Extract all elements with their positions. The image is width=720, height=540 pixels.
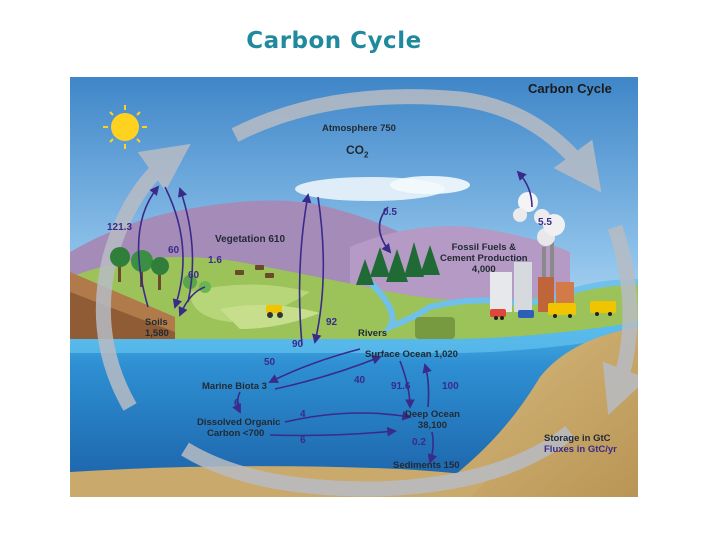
marine-biota-label: Marine Biota 3 [202, 381, 267, 392]
deep-line2: 38,100 [417, 420, 447, 431]
co2-main: CO [346, 143, 364, 157]
tree-icon [356, 242, 440, 285]
legend-storage: Storage in GtC [544, 433, 611, 444]
fossil-fuels-label: Fossil Fuels & Cement Production 4,000 [440, 242, 528, 275]
tractor-icon [266, 305, 283, 318]
flux-121-3: 121.3 [107, 222, 133, 233]
diagram-header: Carbon Cycle [528, 81, 612, 96]
atmosphere-label: Atmosphere 750 [322, 123, 396, 134]
co2-molecule: CO2 [346, 143, 369, 160]
flux-6b: 6 [300, 435, 306, 446]
soils-label: Soils 1,580 [145, 317, 169, 339]
reeds [415, 317, 455, 339]
sandy-slope [430, 327, 638, 497]
car-icon [490, 301, 616, 320]
sun-icon [103, 105, 147, 149]
dissolved-organic-label: Dissolved Organic Carbon <700 [197, 417, 280, 439]
flux-0-2: 0.2 [412, 437, 426, 448]
grassland [70, 257, 638, 342]
cow-icon [235, 265, 274, 278]
legend: Storage in GtC Fluxes in GtC/yr [544, 433, 617, 455]
tree-icon [110, 247, 211, 293]
carbon-cycle-illustration [70, 77, 638, 497]
flux-60b: 60 [188, 270, 200, 281]
fossil-line2: Cement Production [440, 253, 528, 264]
flux-92: 92 [326, 317, 338, 328]
sediments-label: Sediments 150 [393, 460, 460, 471]
factory-icon [490, 192, 574, 312]
flux-4: 4 [300, 409, 306, 420]
deep-line1: Deep Ocean [405, 409, 460, 420]
fossil-line1: Fossil Fuels & [451, 242, 517, 253]
vegetation-label: Vegetation 610 [215, 234, 286, 245]
legend-fluxes: Fluxes in GtC/yr [544, 444, 617, 455]
river [367, 279, 638, 334]
rivers-label: Rivers [358, 328, 388, 339]
flux-50: 50 [264, 357, 276, 368]
slide-title: Carbon Cycle [246, 28, 422, 54]
flux-arrows [137, 170, 533, 464]
flux-91-6: 91.6 [391, 381, 411, 392]
dissolved-line2: Carbon <700 [207, 428, 265, 439]
flux-90: 90 [292, 339, 304, 350]
carbon-cycle-diagram: Carbon Cycle Atmosphere 750 CO2 Vegetati… [70, 77, 638, 497]
flux-6a: 6 [234, 398, 240, 409]
flux-1-6: 1.6 [208, 255, 222, 266]
soils-line2: 1,580 [145, 328, 169, 339]
flux-100: 100 [442, 381, 459, 392]
co2-sub: 2 [364, 150, 369, 160]
deep-ocean-label: Deep Ocean 38,100 [405, 409, 460, 431]
flux-5-5: 5.5 [538, 217, 552, 228]
soils-line1: Soils [145, 317, 168, 328]
field [190, 284, 310, 322]
fossil-line3: 4,000 [471, 264, 496, 275]
cloud [390, 176, 470, 194]
flux-40: 40 [354, 375, 366, 386]
dissolved-line1: Dissolved Organic [197, 417, 281, 428]
cycle-arrows [95, 89, 638, 497]
surface-ocean-label: Surface Ocean 1,020 [365, 349, 458, 360]
flux-60a: 60 [168, 245, 180, 256]
flux-0-5: 0.5 [383, 207, 397, 218]
ocean-surface [70, 322, 638, 353]
